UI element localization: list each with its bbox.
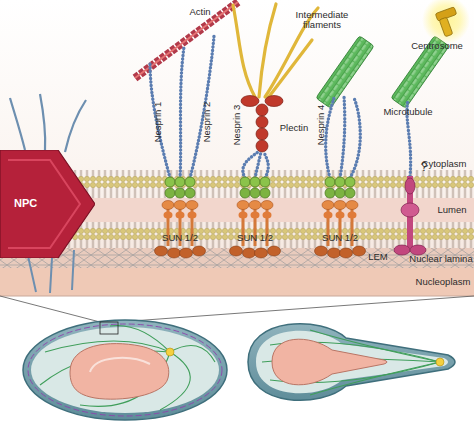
linc-complex [230,177,281,258]
lem-domain [405,178,415,194]
nucleus-highlight [90,358,150,372]
plectin-bead [256,128,268,140]
structure-label: Microtubule [383,107,432,117]
zoom-line [118,296,474,322]
protein-label: Nesprin 4 [316,105,326,146]
panel-edge [0,296,474,297]
cell-cytoplasm [256,331,448,394]
round-cell [23,320,227,420]
region-label: Cytoplasm [422,159,467,169]
migrating-cell [248,324,455,401]
nucleoplasm-area [0,268,474,296]
structure-label: Centrosome [411,41,463,51]
protein-label: Nesprin 2 [202,102,212,143]
nesprin-strand-core [150,62,170,178]
protein-label: Plectin [280,123,309,133]
nesprin-strand [350,98,360,178]
nesprin-strand-core [180,47,184,178]
zoom-line [0,296,100,322]
microtubule-line [170,345,215,362]
protein-label: SUN 1/2 [162,233,198,243]
protein-label: SUN 1/2 [322,233,358,243]
centriole [439,17,453,37]
structure-label: Actin [189,7,210,17]
npc-shape: NPC [0,150,95,258]
region-label: Nuclear lamina [409,254,472,264]
region-label: Nucleoplasm [416,277,471,287]
npc-highlight [8,160,80,248]
nesprin-strand-core [190,36,214,178]
linc-complex [315,177,366,258]
lem-lobe [394,245,410,255]
cell-centrosome [166,348,174,356]
plectin-bead [256,140,268,152]
nesprin-strand [255,152,261,178]
lem-domain [401,203,419,217]
plectin-bead [256,104,268,116]
zoom-box [100,322,118,334]
protein-label: Nesprin 3 [232,105,242,146]
cytoplasm-area [0,0,474,296]
protein-label: Nesprin 1 [153,102,163,143]
npc-filament [65,100,86,152]
protein-label: SUN 1/2 [237,233,273,243]
nesprin-strand [340,96,345,178]
cell-centrosome [436,358,444,366]
region-label: Lumen [437,205,466,215]
npc-filament [40,94,45,150]
npc-body [0,150,95,258]
nesprin-strand [190,36,214,178]
cell-cytoplasm [31,327,219,413]
intermediate-filament [233,5,255,97]
protein-label: LEM [368,252,388,262]
linc-complex [155,177,206,258]
node-label: NPC [14,197,37,209]
structure-label: Intermediate filaments [289,10,355,31]
cell-nucleus [70,344,169,400]
cortical-actin [28,324,222,416]
nesprin-strand [180,47,184,178]
centrosome-glow [422,0,470,44]
nesprin-strand [326,98,334,178]
plectin-lobe [241,96,259,107]
npc-filament [10,98,25,150]
nesprin-strand [264,152,268,178]
intermediate-filament [268,40,312,98]
plectin-bead [256,116,268,128]
nesprin-strand [150,62,170,178]
plectin-lobe [265,96,283,107]
cell-nucleus [272,339,387,385]
